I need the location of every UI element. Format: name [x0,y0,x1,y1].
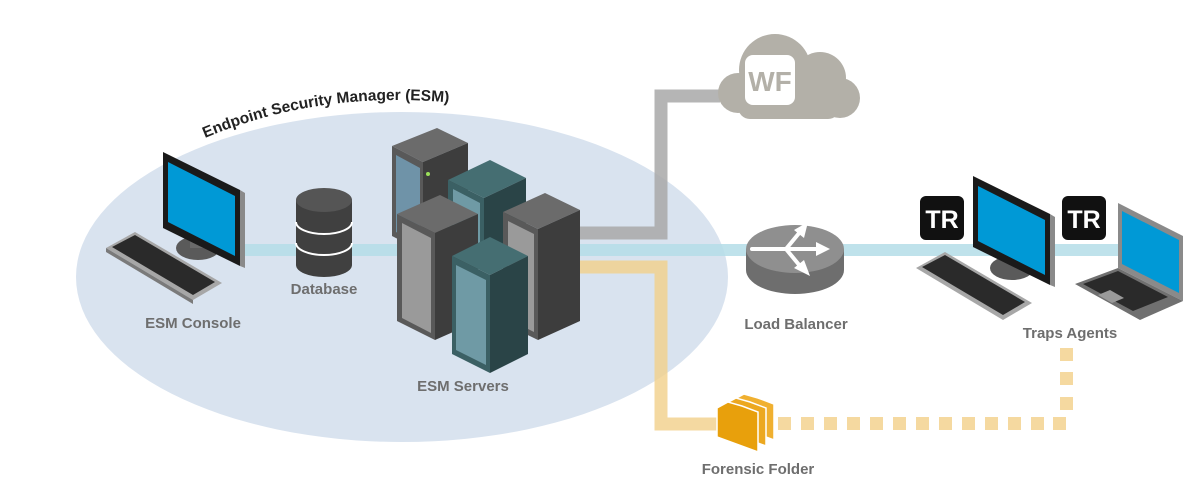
traps-agents-label: Traps Agents [1023,325,1117,342]
load-balancer-node[interactable]: Load Balancer [744,222,848,333]
traps-badge-laptop-text: TR [1067,206,1100,234]
folder-stack-icon [716,393,775,454]
esm-console-label: ESM Console [145,315,241,332]
esm-console-node[interactable]: ESM Console [106,152,245,332]
load-balancer-label: Load Balancer [744,316,848,333]
connector-forensic-to-agents [778,348,1073,430]
database-node[interactable]: Database [291,188,358,298]
database-label: Database [291,281,358,298]
forensic-folder-label: Forensic Folder [702,461,815,478]
traps-badge-laptop: TR [1062,196,1106,240]
load-balancer-icon [746,222,844,294]
database-icon [295,188,353,277]
traps-agents-node[interactable]: TR TR Traps Agents [916,176,1183,342]
traps-badge-desktop: TR [920,196,964,240]
server-rack-icon [392,128,580,373]
wildfire-cloud-node[interactable]: WF [718,34,860,119]
traps-badge-desktop-text: TR [925,206,958,234]
desktop-computer-icon [106,152,245,304]
wildfire-badge [745,55,795,105]
connector-servers-to-forensic-folder [580,260,725,431]
esm-servers-label: ESM Servers [417,378,509,395]
connector-servers-to-wildfire [580,89,720,240]
wildfire-badge-text: WF [748,66,792,97]
esm-servers-node[interactable]: ESM Servers [392,128,580,395]
forensic-folder-node[interactable]: Forensic Folder [702,393,815,478]
desktop-and-laptop-icon [916,176,1183,320]
